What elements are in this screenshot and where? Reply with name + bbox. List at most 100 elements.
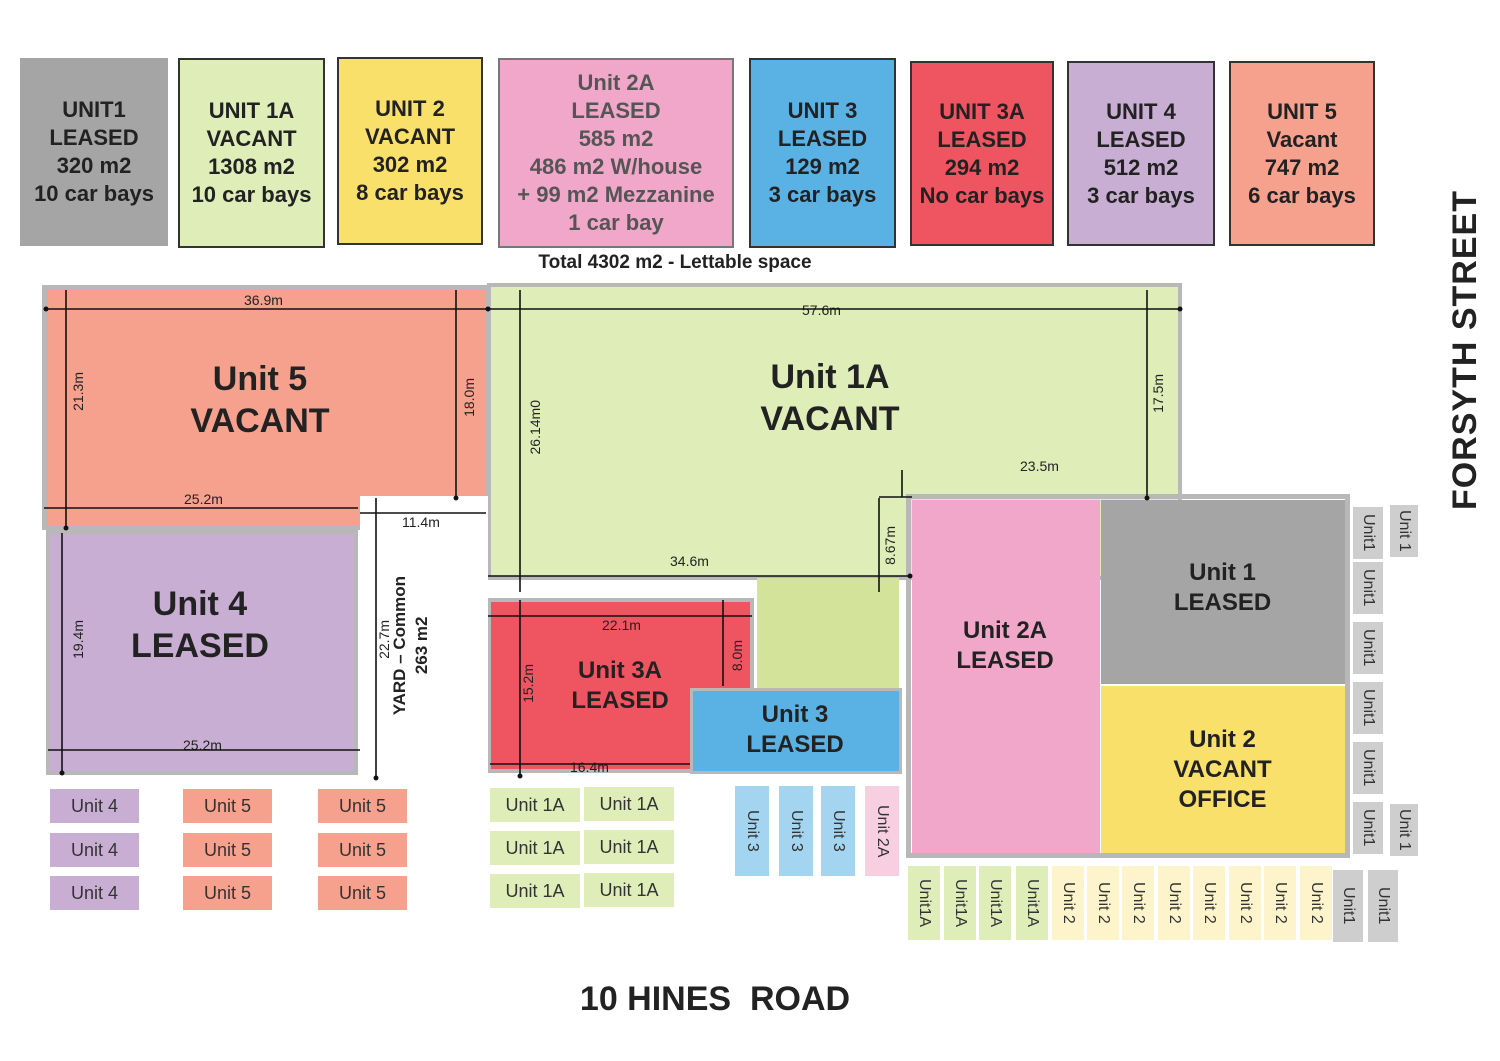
yard-common-area[interactable] <box>360 496 488 776</box>
total-lettable-label: Total 4302 m2 - Lettable space <box>538 252 812 273</box>
parking-bay: Unit1 <box>1353 802 1383 854</box>
summary-card-line: 1 car bay <box>568 210 664 235</box>
summary-card-line: 486 m2 W/house <box>529 154 703 179</box>
summary-card-line: No car bays <box>919 182 1045 208</box>
dim-u3a-top: 22.1m <box>602 617 641 633</box>
parking-bay-label: Unit 5 <box>338 839 387 860</box>
summary-card-line: 585 m2 <box>578 126 654 151</box>
unit-4-area[interactable] <box>46 530 358 775</box>
parking-bay-label: Unit 2 <box>1095 882 1112 924</box>
unit-1a-lower-right <box>757 578 899 688</box>
unit-2a-area[interactable] <box>912 500 1100 853</box>
parking-bay-label: Unit 4 <box>70 795 119 816</box>
summary-card-line: 10 car bays <box>191 182 312 207</box>
dim-u1a-step: 8.67m <box>882 526 898 565</box>
unit-2-area[interactable] <box>1101 686 1345 853</box>
dim-u1a-top: 57.6m <box>802 302 841 318</box>
dim-u1a-left: 26.14m0 <box>527 400 543 455</box>
summary-card-line: 8 car bays <box>356 180 464 205</box>
parking-bay: Unit 1A <box>584 830 674 864</box>
parking-bay: Unit 3 <box>821 786 855 876</box>
dim-u5-bottom: 25.2m <box>184 491 223 507</box>
summary-card-line: 320 m2 <box>56 153 132 178</box>
parking-bay-label: Unit1A <box>952 878 969 928</box>
parking-bay-label: Unit 5 <box>338 795 387 816</box>
parking-bay: Unit 4 <box>50 789 139 823</box>
unit-1-area[interactable] <box>1101 500 1345 684</box>
dim-tick <box>517 773 523 779</box>
parking-bay: Unit 2 <box>1052 866 1084 940</box>
parking-bay-label: Unit 2 <box>1272 882 1289 924</box>
summary-card-line: 294 m2 <box>944 154 1020 180</box>
right-block-outline <box>906 494 1350 858</box>
summary-card-line: VACANT <box>364 124 456 149</box>
parking-bay: Unit 4 <box>50 833 139 867</box>
summary-card-line: 512 m2 <box>1103 154 1179 180</box>
parking-bay: Unit 2 <box>1087 866 1119 940</box>
summary-card-line: UNIT1 <box>62 97 126 122</box>
parking-bay: Unit 1A <box>584 873 674 907</box>
parking-bay-label: Unit1 <box>1375 887 1392 925</box>
summary-card-line: + 99 m2 Mezzanine <box>517 182 715 207</box>
parking-bay: Unit1 <box>1353 742 1383 794</box>
summary-card-line: 1308 m2 <box>208 154 295 179</box>
parking-bay: Unit 2 <box>1229 866 1261 940</box>
dim-u5-right: 18.0m <box>461 378 477 417</box>
parking-bay: Unit1A <box>1016 866 1048 940</box>
dim-tick <box>373 775 379 781</box>
parking-bay-label: Unit 3 <box>830 810 847 852</box>
summary-card-line: UNIT 4 <box>1106 98 1176 124</box>
parking-bay: Unit 1 <box>1390 804 1418 856</box>
summary-card-line: LEASED <box>937 126 1027 152</box>
parking-bay: Unit 5 <box>318 789 407 823</box>
parking-bay: Unit 2 <box>1193 866 1225 940</box>
parking-bay: Unit 3 <box>779 786 813 876</box>
summary-card-line: Unit 2A <box>577 70 655 95</box>
summary-card-line: 129 m2 <box>785 154 860 179</box>
parking-bay-label: Unit1 <box>1360 629 1377 667</box>
parking-bay-label: Unit 2 <box>1166 882 1183 924</box>
dim-u5-top: 36.9m <box>244 292 283 308</box>
parking-bay: Unit 3 <box>735 786 769 876</box>
parking-bay: Unit 2 <box>1122 866 1154 940</box>
parking-bay: Unit1 <box>1353 562 1383 614</box>
parking-bay-label: Unit1A <box>1024 878 1041 928</box>
parking-bay-label: Unit 1A <box>599 793 659 814</box>
parking-bay: Unit 2 <box>1300 866 1332 940</box>
summary-card-line: UNIT 3A <box>939 98 1025 124</box>
parking-bay: Unit 5 <box>318 876 407 910</box>
parking-bay-label: Unit 5 <box>203 795 252 816</box>
parking-bay: Unit 4 <box>50 876 139 910</box>
summary-card-line: UNIT 5 <box>1267 98 1337 124</box>
parking-bay-label: Unit 4 <box>70 882 119 903</box>
parking-bay: Unit1A <box>979 866 1011 940</box>
unit-5-area[interactable] <box>42 285 490 530</box>
parking-bay-label: Unit1A <box>987 878 1004 928</box>
parking-bay-label: Unit 1A <box>599 836 659 857</box>
dim-u3a-left: 15.2m <box>520 664 536 703</box>
unit-3-area[interactable] <box>690 688 902 774</box>
parking-bay-label: Unit1A <box>916 878 933 928</box>
dim-u1a-bottom: 34.6m <box>670 553 709 569</box>
parking-bay-label: Unit 5 <box>338 882 387 903</box>
parking-bay: Unit 5 <box>183 876 272 910</box>
summary-card-line: UNIT 3 <box>787 98 858 123</box>
dim-yard-depth: 22.7m <box>376 620 392 659</box>
summary-card-line: LEASED <box>1096 126 1186 152</box>
yard-label: YARD – Common 263 m2 <box>386 556 436 736</box>
parking-bay-label: Unit 1A <box>599 879 659 900</box>
dim-u4-left: 19.4m <box>70 620 86 659</box>
parking-bay: Unit 2 <box>1264 866 1296 940</box>
parking-bay: Unit 1A <box>490 831 580 865</box>
